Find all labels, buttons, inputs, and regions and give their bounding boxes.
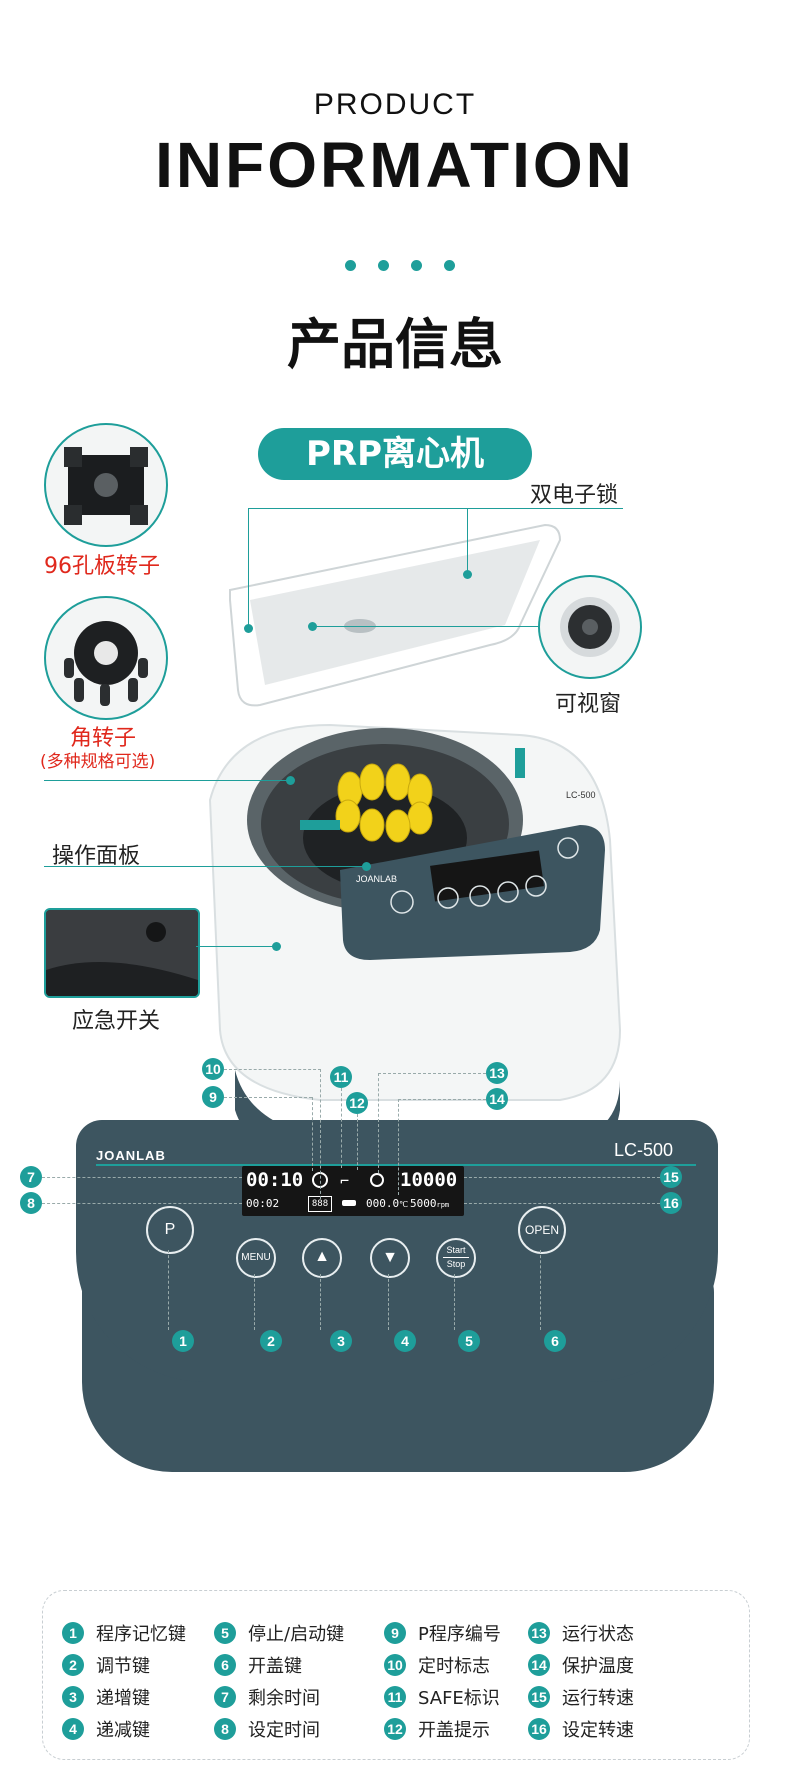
view-window-pointer	[308, 622, 317, 631]
callout-4: 4	[394, 1330, 416, 1352]
arrow-down-icon: ▼	[382, 1249, 398, 1266]
dual-lock-line	[248, 508, 623, 509]
callout-11: 11	[330, 1066, 352, 1088]
plate-rotor-thumbnail	[44, 423, 168, 547]
control-panel-line	[44, 866, 366, 867]
lock-pointer-left	[244, 624, 253, 633]
emergency-switch-line	[196, 946, 276, 947]
program-button[interactable]: P	[146, 1206, 194, 1254]
divider-dots	[345, 256, 477, 275]
safe-icon	[342, 1200, 356, 1206]
lid-open-icon: ⌐	[340, 1172, 350, 1190]
callout-16: 16	[660, 1192, 682, 1214]
lcd-time-remaining: 00:10	[246, 1169, 304, 1191]
callout-1: 1	[172, 1330, 194, 1352]
callout-2: 2	[260, 1330, 282, 1352]
panel-brand: JOANLAB	[96, 1148, 166, 1163]
arrow-up-icon: ▲	[314, 1248, 330, 1265]
callout-7: 7	[20, 1166, 42, 1188]
view-window-label: 可视窗	[555, 692, 622, 717]
product-name-pill: PRP离心机	[258, 428, 532, 480]
lcd-temperature: 000.0℃	[366, 1197, 409, 1210]
callout-13: 13	[486, 1062, 508, 1084]
eyebrow-title: PRODUCT	[313, 88, 477, 121]
up-button[interactable]: ▲	[302, 1238, 342, 1278]
callout-10: 10	[202, 1058, 224, 1080]
angle-rotor-thumbnail	[44, 596, 168, 720]
callout-12: 12	[346, 1092, 368, 1114]
lcd-display: 00:10 00:02 888 ⌐ 000.0℃ 10000 5000rpm	[242, 1166, 464, 1216]
lcd-speed-set: 5000rpm	[410, 1197, 450, 1210]
view-window-thumbnail	[538, 575, 642, 679]
lock-pointer-right	[463, 570, 472, 579]
control-panel-label: 操作面板	[52, 844, 141, 869]
menu-button[interactable]: MENU	[236, 1238, 276, 1278]
rotor-tubes	[335, 763, 433, 843]
emergency-switch-pointer	[272, 942, 281, 951]
angle-rotor-pointer	[286, 776, 295, 785]
open-button[interactable]: OPEN	[518, 1206, 566, 1254]
centrifuge-illustration: JOANLAB LC-500	[208, 523, 622, 1166]
callout-5: 5	[458, 1330, 480, 1352]
callout-9: 9	[202, 1086, 224, 1108]
stop-label: Stop	[446, 1259, 466, 1269]
main-title: INFORMATION	[155, 129, 635, 201]
angle-rotor-label: 角转子	[70, 726, 137, 751]
angle-rotor-line	[44, 780, 290, 781]
plate-rotor-label: 96孔板转子	[44, 554, 160, 579]
control-panel-pointer	[362, 862, 371, 871]
legend-box	[42, 1590, 750, 1760]
callout-8: 8	[20, 1192, 42, 1214]
front-brand: JOANLAB	[356, 874, 397, 884]
callout-3: 3	[330, 1330, 352, 1352]
title-chinese: 产品信息	[287, 313, 503, 376]
emergency-switch-label: 应急开关	[72, 1009, 161, 1034]
run-status-icon	[370, 1173, 384, 1187]
front-lcd	[430, 850, 544, 902]
angle-rotor-note: (多种规格可选)	[40, 752, 156, 772]
down-button[interactable]: ▼	[370, 1238, 410, 1278]
lcd-time-set: 00:02	[246, 1197, 280, 1210]
start-stop-button[interactable]: Start Stop	[436, 1238, 476, 1278]
callout-14: 14	[486, 1088, 508, 1110]
start-label: Start	[443, 1244, 469, 1258]
panel-model: LC-500	[614, 1140, 674, 1160]
dual-lock-label: 双电子锁	[530, 483, 619, 508]
panel-accent-line	[96, 1164, 696, 1166]
view-window-line	[312, 626, 538, 627]
side-label	[300, 820, 340, 830]
callout-6: 6	[544, 1330, 566, 1352]
dual-lock-drop-right	[467, 508, 468, 574]
dual-lock-drop-left	[248, 508, 249, 630]
callout-15: 15	[660, 1166, 682, 1188]
lcd-speed-run: 10000	[400, 1169, 458, 1191]
emergency-switch-thumbnail	[44, 908, 200, 998]
front-model: LC-500	[566, 790, 596, 800]
